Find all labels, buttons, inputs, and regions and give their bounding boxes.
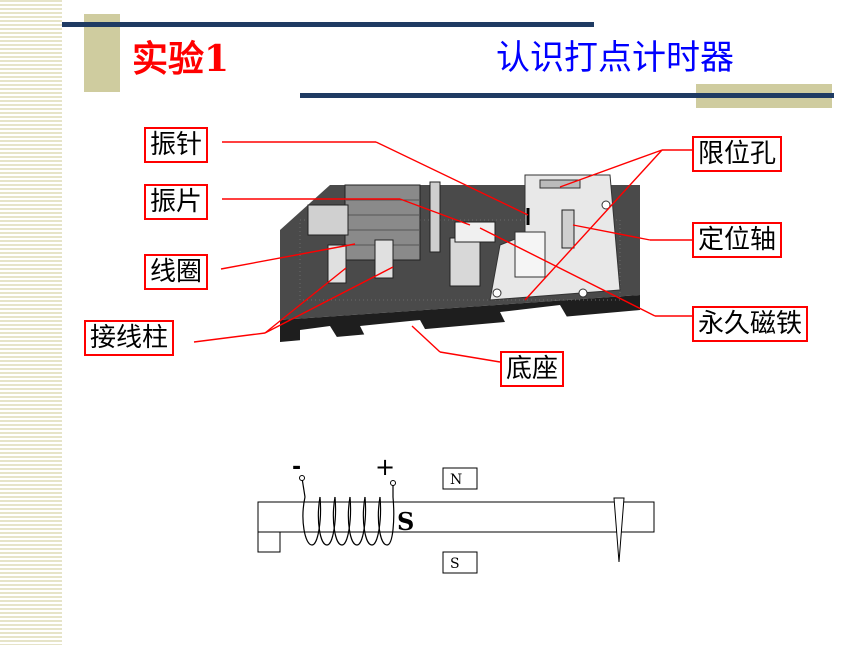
leader-base-a [439,351,501,363]
reed-strip [454,221,496,243]
decor-block-left [84,14,120,92]
terminal-block [307,204,349,236]
label-reed: 振片 [144,184,209,220]
header-rule-top [62,22,594,27]
label-permanent-magnet: 永久磁铁 [692,306,809,342]
label-needle: 振针 [144,127,209,163]
leader-shaft-b [572,224,651,241]
coil-winding [301,477,395,546]
leader-base-b [411,325,441,353]
magnet-yoke [429,181,441,253]
terminal-post-2 [374,239,394,279]
magnet-body [449,237,481,287]
magnet-south-label: S [450,556,460,572]
left-striped-border [0,0,62,645]
label-coil: 线圈 [144,254,209,290]
limit-slot [539,179,581,189]
reed-bar [257,501,655,533]
label-base: 底座 [500,351,565,387]
base-foot-notch-1 [300,326,340,344]
header-rule-bottom [300,93,834,98]
label-positioning-shaft: 定位轴 [692,222,783,258]
magnet-north-box [442,467,478,490]
experiment-title: 实验1 [132,38,230,80]
label-limit-hole: 限位孔 [692,136,783,172]
positioning-shaft-post [561,209,575,249]
magnet-north-label: N [450,472,462,488]
leader-magnet-b [479,227,656,317]
terminal-post-1 [327,244,347,284]
minus-sign: - [292,455,301,480]
leader-limit-hole-b [559,149,663,188]
slide-title: 认识打点计时器 [496,38,734,78]
leader-terminal-b [264,267,347,334]
magnet-south-box [442,551,478,574]
minus-terminal [299,475,305,481]
plus-terminal [390,480,396,486]
leader-limit-hole-c [524,149,663,301]
base-texture [299,219,621,301]
leader-terminal-c [264,266,394,334]
base-foot-notch-3 [500,305,570,328]
base-foot-notch-2 [360,320,430,342]
leader-reed-b [399,198,471,226]
leader-needle-b [375,141,529,216]
needle-window [514,231,546,278]
leader-lines [193,141,692,363]
leader-terminal-a [193,332,266,343]
needle-tip [613,497,625,563]
pole-s-label: S [397,507,414,536]
plus-sign: + [375,453,395,481]
leader-coil [220,243,356,270]
reed-mount [257,531,281,553]
label-terminal: 接线柱 [84,320,175,356]
